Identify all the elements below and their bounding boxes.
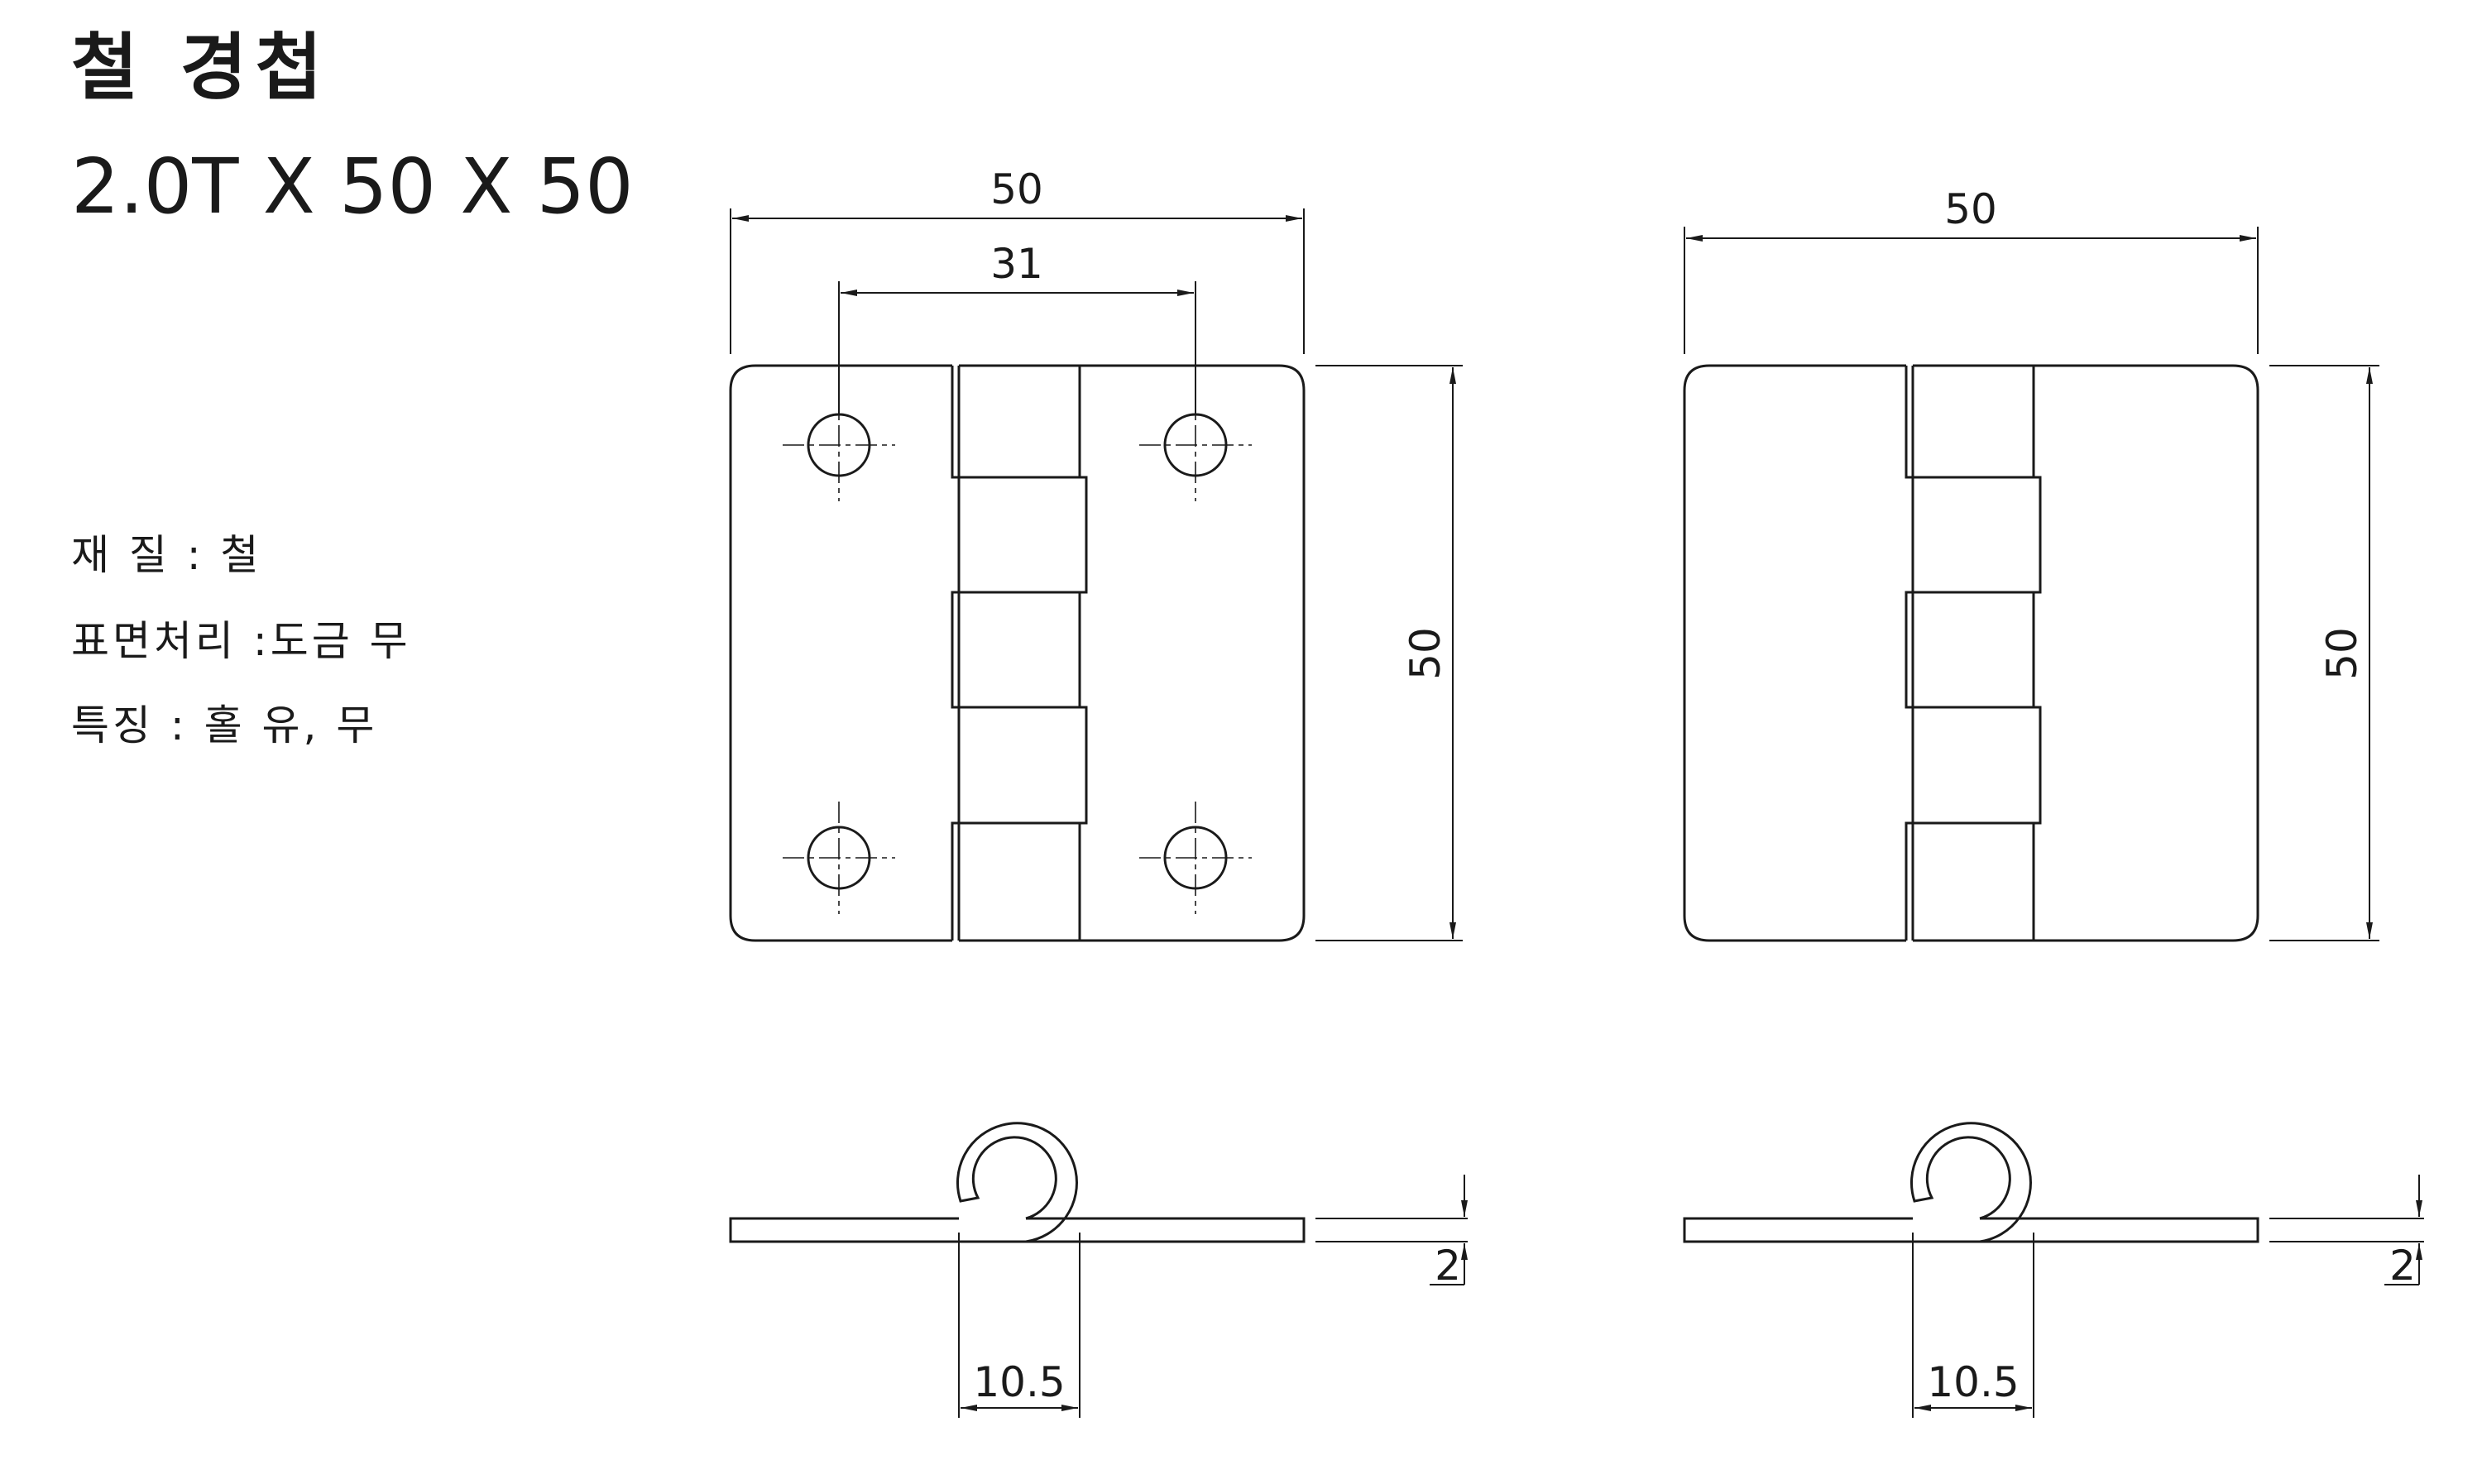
dim-height: 50 [1402,627,1449,680]
spec-material: 재 질 : 철 [71,531,262,579]
hinge-right-leaf [2034,364,2259,942]
dim-thickness: 2 [1435,1242,1461,1290]
dim-thickness: 2 [2389,1242,2416,1290]
hinge-knuckle-right [1078,366,1088,941]
hinge-side-view-2: 10.5 2 [1683,1122,2424,1418]
hinge-right-leaf [1080,364,1306,942]
hinge-left-leaf [1683,364,1906,942]
hinge-left-leaf [729,364,952,942]
spec-features: 특징 : 홀 유, 무 [71,701,378,749]
dim-knuckle: 10.5 [1927,1358,2019,1406]
dim-height: 50 [2318,627,2366,680]
hinge-side-profile [729,1217,1306,1243]
hinge-knuckle-left [1905,366,1914,941]
size-spec: 2.0T X 50 X 50 [71,142,634,231]
hinge-top-view-without-holes: 50 50 [1683,185,2379,942]
hinge-knuckle-curl [1909,1122,2032,1243]
dim-knuckle: 10.5 [973,1358,1065,1406]
hole-centerline [1139,802,1252,914]
dim-hole-spacing: 31 [990,240,1043,288]
hinge-knuckle-right [2032,366,2042,941]
hinge-top-view-with-holes: 50 31 50 [729,165,1463,942]
hinge-side-view-1: 10.5 2 [729,1122,1468,1418]
hinge-side-profile [1683,1217,2259,1243]
page-title: 철 경첩 [71,25,331,110]
hinge-knuckle-left [951,366,961,941]
hinge-knuckle-curl [956,1122,1078,1243]
spec-surface-treatment: 표면처리 :도금 무 [71,617,411,665]
dim-width: 50 [990,165,1043,213]
hole-centerline [783,802,895,914]
dim-width: 50 [1944,185,1997,233]
